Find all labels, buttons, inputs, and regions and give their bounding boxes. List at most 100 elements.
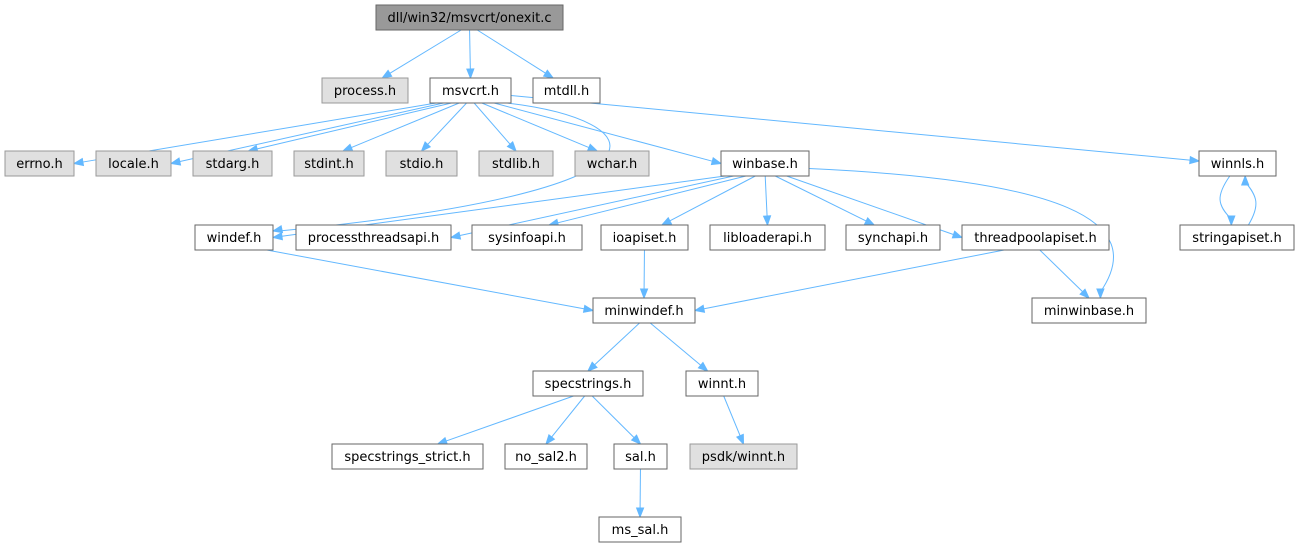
- node-box: [471, 224, 583, 251]
- node-mtdll[interactable]: mtdll.h: [532, 77, 601, 104]
- node-label: winbase.h: [732, 157, 798, 172]
- edge-minwindef-to-specstrings: [593, 322, 640, 366]
- edge-specstrings-to-no_sal2: [550, 395, 586, 439]
- node-box: [321, 77, 409, 104]
- node-box: [194, 224, 274, 251]
- node-sysinfoapi[interactable]: sysinfoapi.h: [471, 224, 583, 251]
- edge-onexit-to-msvcrt: [469, 29, 471, 71]
- arrowhead-sal-to-ms_sal: [635, 507, 645, 519]
- node-box: [1031, 297, 1147, 324]
- node-threadpoolapiset[interactable]: threadpoolapiset.h: [961, 224, 1110, 251]
- arrowhead-winbase-to-threadpoolapiset: [951, 230, 964, 239]
- arrowhead-winbase-to-minwinbase: [1096, 288, 1105, 300]
- arrowhead-msvcrt-to-winnls: [1189, 155, 1201, 165]
- node-label: specstrings_strict.h: [344, 450, 470, 465]
- node-winnt[interactable]: winnt.h: [685, 370, 759, 397]
- node-label: minwindef.h: [604, 304, 683, 319]
- arrowhead-specstrings-to-specstrings_strict: [436, 436, 449, 445]
- graph-nodes: dll/win32/msvcrt/onexit.c process.h msvcrt…: [4, 4, 1295, 543]
- node-box: [600, 224, 689, 251]
- node-label: wchar.h: [587, 157, 638, 172]
- node-libloaderapi[interactable]: libloaderapi.h: [709, 224, 826, 251]
- node-onexit[interactable]: dll/win32/msvcrt/onexit.c: [375, 4, 564, 31]
- arrowhead-threadpoolapiset-to-minwindef: [693, 304, 706, 313]
- edge-winnls-to-stringapiset: [1219, 175, 1232, 220]
- node-ms-sal[interactable]: ms_sal.h: [598, 516, 682, 543]
- node-box: [1198, 150, 1277, 177]
- arrowhead-specstrings-to-no_sal2: [545, 433, 556, 446]
- node-label: minwinbase.h: [1044, 304, 1134, 319]
- node-box: [689, 443, 798, 470]
- node-minwinbase[interactable]: minwinbase.h: [1031, 297, 1147, 324]
- node-stdint[interactable]: stdint.h: [293, 150, 365, 177]
- node-sal[interactable]: sal.h: [613, 443, 668, 470]
- node-winbase[interactable]: winbase.h: [720, 150, 810, 177]
- node-box: [4, 150, 75, 177]
- node-box: [574, 150, 650, 177]
- arrowhead-winbase-to-libloaderapi: [762, 215, 772, 227]
- node-psdk-winnt[interactable]: psdk/winnt.h: [689, 443, 798, 470]
- edge-msvcrt-to-stdint: [350, 102, 460, 149]
- node-box: [685, 370, 759, 397]
- node-label: process.h: [334, 84, 396, 99]
- node-box: [961, 224, 1110, 251]
- node-label: sysinfoapi.h: [488, 231, 566, 246]
- node-winnls[interactable]: winnls.h: [1198, 150, 1277, 177]
- node-box: [720, 150, 810, 177]
- node-errno[interactable]: errno.h: [4, 150, 75, 177]
- edge-threadpoolapiset-to-minwinbase: [1039, 249, 1084, 293]
- node-specstrings-strict[interactable]: specstrings_strict.h: [331, 443, 484, 470]
- node-label: stdlib.h: [492, 157, 540, 172]
- node-stringapiset[interactable]: stringapiset.h: [1179, 224, 1295, 251]
- arrowhead-msvcrt-to-locale: [169, 157, 182, 166]
- node-label: stdarg.h: [206, 157, 260, 172]
- node-box: [845, 224, 941, 251]
- node-windef[interactable]: windef.h: [194, 224, 274, 251]
- node-synchapi[interactable]: synchapi.h: [845, 224, 941, 251]
- edge-windef-to-minwindef: [266, 249, 586, 310]
- arrowhead-msvcrt-to-wchar: [586, 143, 599, 152]
- node-processthreadsapi[interactable]: processthreadsapi.h: [295, 224, 452, 251]
- node-locale[interactable]: locale.h: [95, 150, 172, 177]
- node-label: stdio.h: [400, 157, 444, 172]
- node-box: [598, 516, 682, 543]
- arrowhead-winbase-to-synchapi: [863, 216, 876, 226]
- node-wchar[interactable]: wchar.h: [574, 150, 650, 177]
- node-minwindef[interactable]: minwindef.h: [592, 297, 696, 324]
- arrowhead-msvcrt-to-winbase: [710, 156, 723, 166]
- node-box: [95, 150, 172, 177]
- arrowhead-onexit-to-msvcrt: [466, 68, 475, 80]
- node-msvcrt[interactable]: msvcrt.h: [429, 77, 512, 104]
- node-label: winnls.h: [1211, 157, 1264, 172]
- arrowhead-msvcrt-to-windef: [271, 224, 284, 234]
- node-label: winnt.h: [698, 377, 746, 392]
- node-box: [293, 150, 365, 177]
- arrowhead-msvcrt-to-stdio: [420, 141, 432, 153]
- node-label: sal.h: [625, 450, 656, 465]
- edge-msvcrt-to-stdio: [426, 102, 467, 146]
- node-box: [592, 297, 696, 324]
- node-box: [385, 150, 458, 177]
- node-label: synchapi.h: [858, 231, 928, 246]
- arrowhead-stringapiset-to-winnls: [1240, 174, 1250, 186]
- node-no-sal2[interactable]: no_sal2.h: [504, 443, 588, 470]
- node-box: [532, 77, 601, 104]
- node-box: [504, 443, 588, 470]
- node-process[interactable]: process.h: [321, 77, 409, 104]
- node-label: psdk/winnt.h: [702, 450, 785, 465]
- node-stdarg[interactable]: stdarg.h: [192, 150, 273, 177]
- node-stdlib[interactable]: stdlib.h: [478, 150, 554, 177]
- arrowhead-winbase-to-windef: [271, 232, 283, 241]
- node-ioapiset[interactable]: ioapiset.h: [600, 224, 689, 251]
- arrowhead-minwindef-to-specstrings: [586, 361, 598, 372]
- edge-threadpoolapiset-to-minwindef: [702, 249, 1005, 310]
- node-specstrings[interactable]: specstrings.h: [532, 370, 644, 397]
- arrowhead-winnt-to-psdk_winnt: [735, 433, 745, 446]
- arrowhead-minwindef-to-winnt: [697, 361, 709, 372]
- arrowhead-specstrings-to-sal: [630, 434, 642, 445]
- node-stdio[interactable]: stdio.h: [385, 150, 458, 177]
- arrowhead-winnls-to-stringapiset: [1227, 215, 1236, 227]
- node-box: [709, 224, 826, 251]
- node-label: mtdll.h: [544, 84, 590, 99]
